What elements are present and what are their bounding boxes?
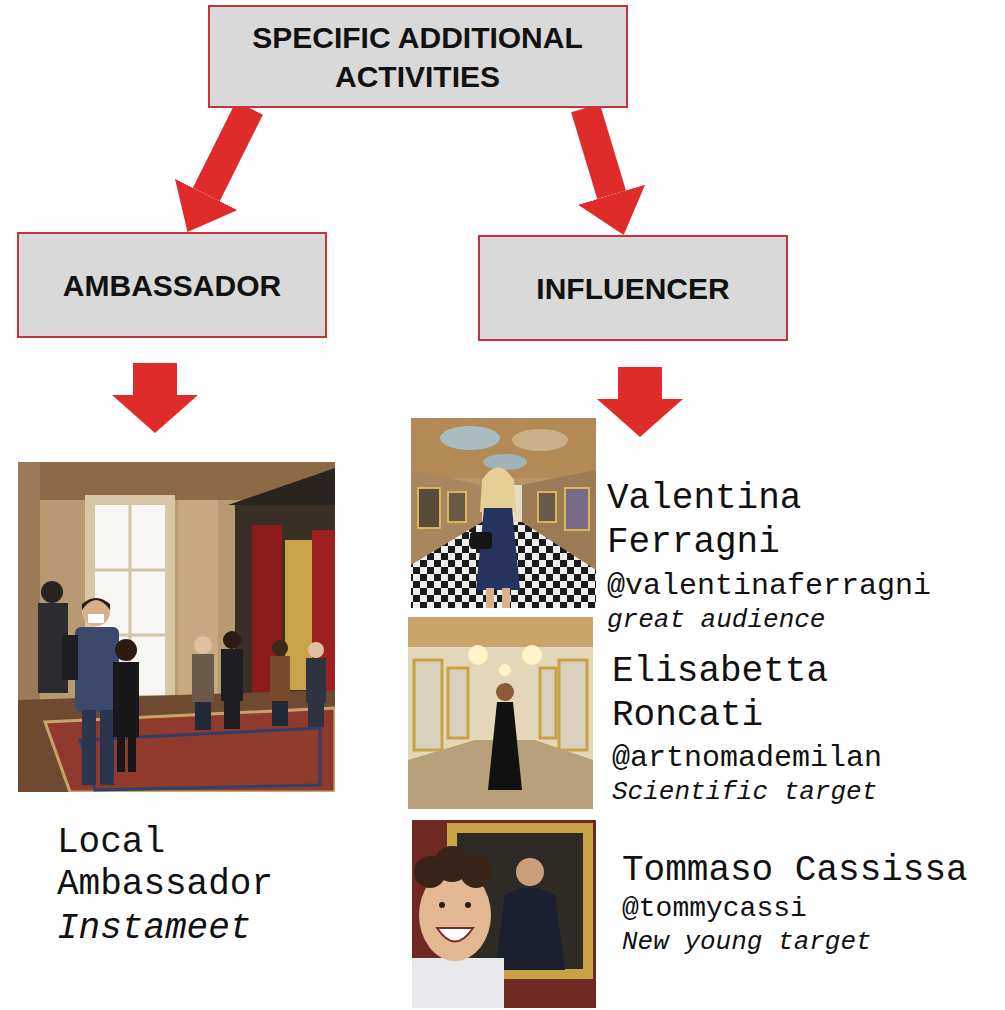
person-body: [75, 627, 119, 712]
portrait-face: [516, 858, 544, 886]
hair: [460, 856, 492, 888]
person-head: [115, 639, 137, 661]
portrait-coat: [495, 888, 565, 971]
carpet: [45, 708, 335, 792]
down-arrow: [597, 367, 683, 437]
fresco: [483, 454, 527, 470]
caption-text: great audience: [607, 604, 987, 636]
caption-text: Instameet: [57, 908, 317, 950]
background: [408, 617, 593, 809]
chandelier: [499, 664, 511, 676]
chandelier: [468, 645, 488, 665]
backpack: [62, 635, 78, 680]
painting: [418, 488, 440, 528]
person-head: [223, 631, 241, 649]
person-leg: [100, 710, 114, 785]
person-body: [221, 649, 243, 701]
person-leg: [272, 701, 288, 726]
person-head: [82, 598, 110, 626]
person-head: [308, 642, 324, 658]
woman-hair: [480, 468, 516, 513]
chandelier: [522, 645, 542, 665]
person-body: [192, 654, 214, 702]
window-bar: [95, 569, 165, 572]
background: [411, 418, 596, 608]
person-head: [41, 581, 63, 603]
caption-text: Elisabetta Roncati: [612, 650, 982, 738]
woman-head: [496, 683, 514, 701]
hoodie: [412, 958, 504, 1008]
person-hair: [82, 598, 110, 610]
eye: [465, 902, 471, 908]
person-leg: [117, 737, 125, 772]
smile: [437, 928, 473, 942]
fresco: [512, 429, 568, 451]
caption-text: Valentina Ferragni: [607, 477, 977, 565]
mirror: [414, 660, 442, 750]
fresco: [440, 426, 500, 450]
doorway: [235, 505, 335, 705]
person-head: [272, 640, 288, 656]
mirror: [448, 668, 468, 738]
person-leg: [82, 710, 96, 785]
woman-leg: [502, 588, 510, 608]
portrait-selfie-photo: [412, 820, 596, 1008]
painting: [448, 492, 466, 522]
woman-leg: [486, 588, 494, 608]
person-leg: [195, 702, 211, 730]
caption-text: @artnomademilan: [612, 740, 992, 776]
process-box: INFLUENCER: [478, 235, 788, 341]
carpet-pattern: [80, 728, 320, 790]
caption-text: @valentinaferragni: [607, 568, 987, 604]
wall: [18, 462, 335, 792]
pilaster: [18, 462, 40, 722]
painting: [538, 492, 556, 522]
caption-text: Scientific target: [612, 776, 992, 808]
instameet-photo: [18, 462, 335, 792]
person-leg: [224, 701, 240, 729]
person-head: [194, 636, 212, 654]
box-label: SPECIFIC ADDITIONAL ACTIVITIES: [223, 18, 613, 96]
floor: [18, 690, 335, 792]
block-arrow: [586, 108, 612, 195]
caption-text: Tommaso Cassissa: [622, 850, 1000, 892]
caption-text: @tommycassi: [622, 892, 992, 926]
woman-dress: [488, 702, 522, 790]
handbag: [470, 532, 492, 549]
block-arrow: [206, 108, 249, 194]
face-mask: [88, 614, 104, 623]
mirror: [559, 660, 587, 750]
caption-text: New young target: [622, 926, 992, 958]
painting: [565, 488, 589, 530]
caption-text: Local Ambassador: [57, 822, 297, 906]
process-box: AMBASSADOR: [17, 232, 327, 338]
eye: [439, 902, 445, 908]
mirror-hall-photo: [408, 617, 593, 809]
gallery-photo: [411, 418, 596, 608]
background: [412, 820, 596, 1008]
person-leg: [308, 703, 324, 727]
person-leg: [128, 737, 136, 772]
door-pediment: [228, 468, 335, 505]
mirror: [540, 668, 556, 738]
box-label: AMBASSADOR: [63, 266, 281, 305]
box-label: INFLUENCER: [536, 269, 729, 308]
person-body: [270, 656, 290, 701]
person-body: [306, 658, 326, 703]
person-body: [113, 662, 139, 737]
process-box: SPECIFIC ADDITIONAL ACTIVITIES: [208, 5, 628, 108]
down-arrow: [112, 363, 198, 433]
ceiling: [408, 617, 593, 647]
